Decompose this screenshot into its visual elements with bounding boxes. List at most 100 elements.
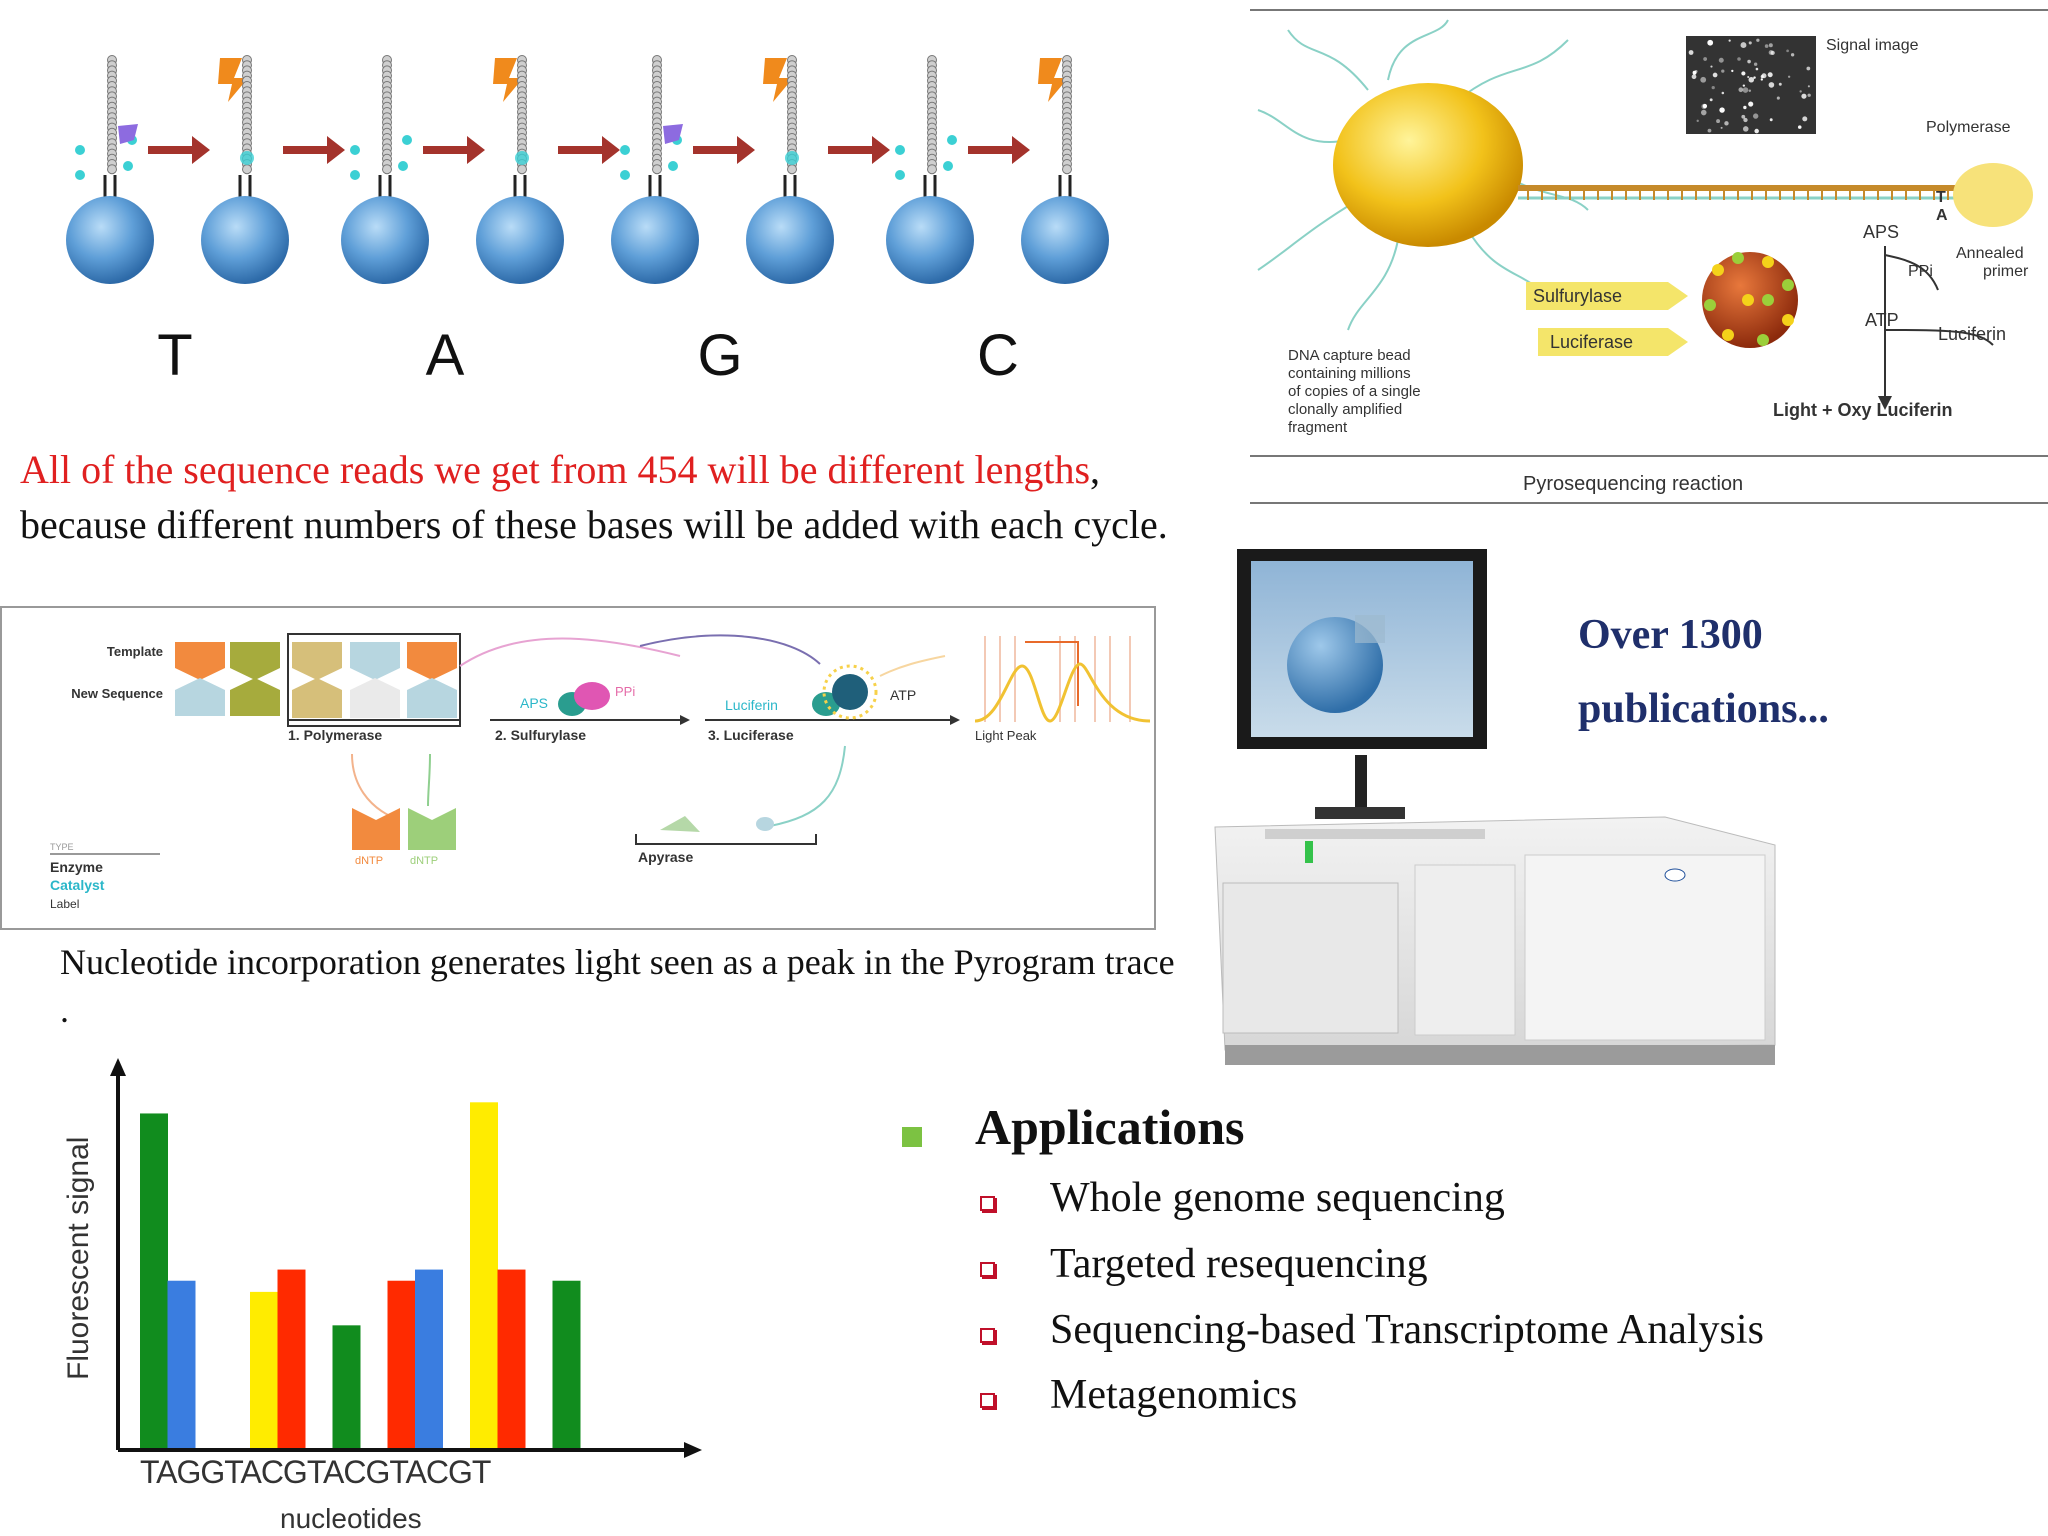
luciferin-label: Luciferin xyxy=(1938,324,2006,344)
chart-bar xyxy=(497,1269,526,1448)
x-tick-labels: TAGGTACGTACGTACGT xyxy=(140,1454,491,1490)
bead-caption-line: clonally amplified xyxy=(1288,401,1402,418)
chart-bar xyxy=(332,1325,361,1448)
polymerase-label: Polymerase xyxy=(1926,119,2011,136)
intro-red-text: All of the sequence reads we get from 45… xyxy=(20,447,1091,492)
square-bullet-icon xyxy=(980,1328,995,1343)
dna-bead xyxy=(1021,196,1109,284)
cycle-arrow-icon xyxy=(423,136,485,164)
apyrase-label: Apyrase xyxy=(638,849,693,865)
atp-tag: ATP xyxy=(890,687,916,703)
light-peak-label: Light Peak xyxy=(975,728,1037,743)
dntp-tag-2: dNTP xyxy=(410,855,438,867)
dna-bead xyxy=(476,196,564,284)
base-labels: T A G C xyxy=(157,323,1019,388)
signal-image xyxy=(1686,36,1816,134)
chart-bar xyxy=(140,1113,168,1448)
x-axis-arrow xyxy=(684,1442,702,1458)
step-polymerase-label: 1. Polymerase xyxy=(288,727,382,743)
annealed-label: Annealed xyxy=(1956,245,2024,262)
sulfurylase-label: Sulfurylase xyxy=(1533,286,1622,306)
step-sulfurylase-label: 2. Sulfurylase xyxy=(495,727,586,743)
sulfurylase-tag xyxy=(1526,282,1688,310)
base-label-a: A xyxy=(426,323,465,388)
cycle-arrow-icon xyxy=(283,136,345,164)
template-blocks xyxy=(175,633,461,727)
square-bullet-icon xyxy=(980,1393,995,1408)
polymerase-shape xyxy=(1953,163,2033,227)
lightning-icon xyxy=(763,58,793,102)
application-item-text: Sequencing-based Transcriptome Analysis xyxy=(1050,1307,1764,1353)
new-sequence-label: New Sequence xyxy=(71,686,163,701)
chart-bar xyxy=(277,1269,306,1448)
dna-bead xyxy=(341,196,429,284)
bead-caption-line: fragment xyxy=(1288,419,1348,436)
aps-tag: APS xyxy=(520,695,548,711)
sequencer-machine-image xyxy=(1214,549,1776,1065)
chart-bar xyxy=(470,1102,498,1448)
cycle-arrow-icon xyxy=(558,136,620,164)
chart-bar xyxy=(167,1280,196,1448)
dna-bead xyxy=(201,196,289,284)
bead-caption-line: DNA capture bead xyxy=(1288,347,1411,364)
y-axis-label: Fluorescent signal xyxy=(62,1137,95,1380)
base-a-label: A xyxy=(1936,207,1948,224)
light-peak-trace xyxy=(974,636,1151,723)
legend-catalyst: Catalyst xyxy=(50,877,105,893)
aps-label: APS xyxy=(1863,222,1899,242)
primer-label: primer xyxy=(1983,263,2029,280)
bead-caption-line: containing millions xyxy=(1288,365,1411,382)
chart-bar xyxy=(387,1280,416,1448)
base-t-label: T xyxy=(1936,189,1946,206)
dna-bead xyxy=(611,196,699,284)
lightning-icon xyxy=(493,58,523,102)
chart-bar xyxy=(415,1269,443,1448)
legend-type: TYPE xyxy=(50,842,74,852)
ppi-tag: PPi xyxy=(615,684,635,699)
cycle-arrow-icon xyxy=(968,136,1030,164)
enzyme-cascade-diagram: Template New Sequence 1. Polymerase 2. S… xyxy=(0,606,1156,930)
lightning-icon xyxy=(1038,58,1068,102)
chart-bar xyxy=(552,1280,581,1448)
legend-enzyme: Enzyme xyxy=(50,859,103,875)
template-label: Template xyxy=(107,644,163,659)
application-item-text: Metagenomics xyxy=(1050,1372,1298,1418)
lightning-icon xyxy=(218,58,248,102)
signal-image-label: Signal image xyxy=(1826,37,1919,54)
applications-bullet-icon xyxy=(902,1127,922,1147)
intro-rest-text: , because different numbers of these bas… xyxy=(20,447,1168,547)
dntp-tag-1: dNTP xyxy=(355,855,383,867)
atp-label: ATP xyxy=(1865,310,1899,330)
legend-label: Label xyxy=(50,897,79,911)
step-luciferase-label: 3. Luciferase xyxy=(708,727,794,743)
machine-drawer xyxy=(1222,882,1399,1034)
ppi-label: PPi xyxy=(1908,263,1933,280)
chart-bar xyxy=(250,1291,278,1448)
x-axis-label: nucleotides xyxy=(280,1503,422,1534)
pyrogram-caption: Nucleotide incorporation generates light… xyxy=(60,942,1175,1030)
publications-note: Over 1300 publications... xyxy=(1578,612,1829,732)
cycle-arrow-icon xyxy=(828,136,890,164)
application-item-text: Targeted resequencing xyxy=(1050,1241,1428,1287)
dna-capture-bead xyxy=(1333,83,1523,247)
square-bullet-icon xyxy=(980,1196,995,1211)
applications-title: Applications xyxy=(975,1099,1245,1155)
square-bullet-icon xyxy=(980,1262,995,1277)
cycle-arrow-icon xyxy=(693,136,755,164)
bead-caption-line: of copies of a single xyxy=(1288,383,1421,400)
bead-caption: DNA capture bead containing millions of … xyxy=(1288,347,1425,436)
base-label-t: T xyxy=(157,323,192,388)
dna-bead xyxy=(66,196,154,284)
luciferase-label: Luciferase xyxy=(1550,332,1633,352)
base-label-c: C xyxy=(977,323,1019,388)
y-axis-arrow xyxy=(110,1058,126,1076)
dna-bead xyxy=(746,196,834,284)
pyrosequencing-caption: Pyrosequencing reaction xyxy=(1523,473,1743,495)
cycle-arrow-icon xyxy=(148,136,210,164)
light-oxy-luciferin-label: Light + Oxy Luciferin xyxy=(1773,400,1953,420)
intro-text: All of the sequence reads we get from 45… xyxy=(20,442,1170,552)
base-label-g: G xyxy=(697,323,742,388)
pyrosequencing-reaction-diagram: Signal image Polymerase T A APS PPi Anne… xyxy=(1250,9,2048,504)
pyrogram-bar-chart: TAGGTACGTACGTACGT nucleotides Fluorescen… xyxy=(62,1058,702,1534)
application-item-text: Whole genome sequencing xyxy=(1050,1175,1505,1221)
